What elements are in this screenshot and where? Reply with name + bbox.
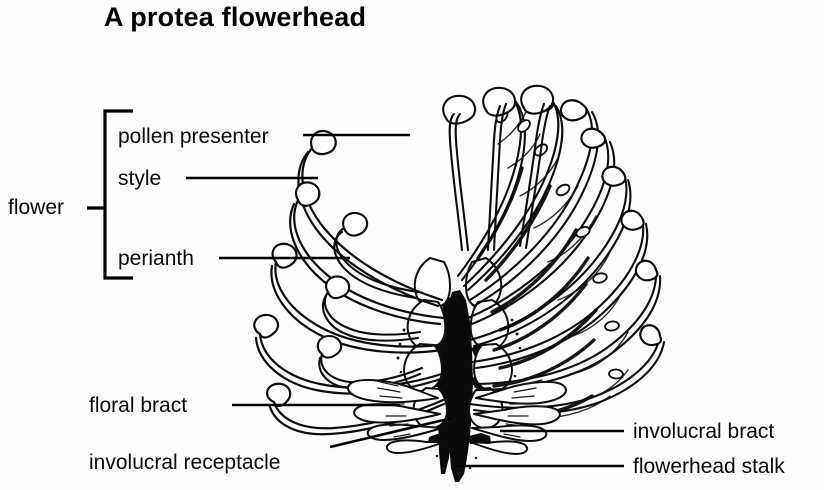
flowerhead-drawing — [253, 84, 666, 482]
pollen-presenters-left — [253, 129, 337, 407]
label-flower: flower — [8, 196, 65, 219]
crown-styles — [448, 102, 552, 252]
presenter-hooks-midleft — [316, 211, 369, 359]
label-perianth: perianth — [118, 247, 194, 270]
label-flowerhead-stalk: flowerhead stalk — [633, 455, 785, 478]
label-involucral-bract: involucral bract — [633, 420, 775, 443]
page-title: A protea flowerhead — [103, 2, 367, 32]
label-involucral-receptacle: involucral receptacle — [89, 451, 281, 474]
dome-texture — [497, 111, 629, 419]
label-floral-bract: floral bract — [89, 394, 188, 417]
involucral-bracts — [469, 380, 567, 455]
pollen-presenters-right — [489, 89, 662, 347]
label-pollen-presenter: pollen presenter — [118, 125, 269, 148]
label-style: style — [118, 167, 162, 190]
bract-hairs — [371, 379, 543, 438]
flower-group-bracket — [87, 109, 133, 280]
leader-involucral-receptacle — [329, 416, 453, 449]
